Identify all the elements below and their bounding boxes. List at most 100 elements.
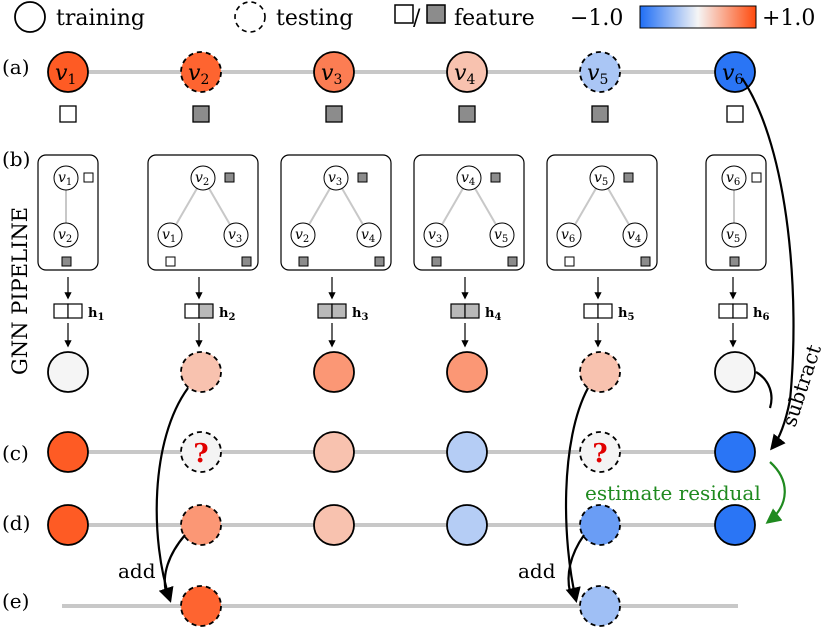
subgraph-feature-1-2 [61,256,72,267]
testing-legend-icon [234,1,266,33]
colorbar [639,5,757,29]
row-a-node-1 [47,51,89,93]
row-a-feature-6 [726,105,744,123]
subgraph-child-2-2-label: v3 [228,227,242,245]
subgraph-child-3-1 [290,222,316,248]
row-a-node-4 [446,51,488,93]
row-c-node-3 [313,431,355,473]
estimate-residual-label: estimate residual [585,481,761,505]
row-d-node-2 [180,504,222,546]
add-arrow-left-main [155,387,189,603]
gnn-output-node-5 [579,351,621,393]
row-c-node-4 [446,431,488,473]
row-d-node-1 [47,504,89,546]
subgraph-child-3-1-label: v2 [295,227,309,245]
subgraph-child-5-2 [622,222,648,248]
subgraph-child-3-2-label: v4 [361,227,375,245]
colorbar-max: +1.0 [762,6,815,31]
subgraph-feature-3-1 [357,172,368,183]
subgraph-child-4-1-label: v3 [428,227,442,245]
subgraph-feature-3-3 [374,256,385,267]
row-a-node-label-3: v3 [321,61,342,88]
gnn-output-node-6 [714,351,756,393]
subgraph-panel-1 [37,154,99,271]
row-label-e: (e) [2,589,29,613]
embedding-cell-1-2 [67,303,83,319]
row-e-node-1 [180,585,222,627]
subgraph-child-6-1 [721,222,747,248]
embedding-cell-1-1 [53,303,69,319]
row-label-d: (d) [2,511,30,535]
embedding-cell-2-2 [198,303,214,319]
subgraph-center-4-label: v4 [461,170,475,188]
filled-feature-legend-icon [426,4,446,24]
subgraph-center-2 [190,165,216,191]
unknown-mark-5: ? [592,439,607,469]
unknown-mark-2: ? [193,439,208,469]
gnn-pipeline-label: GNN PIPELINE [8,207,32,375]
subgraph-feature-5-2 [564,256,575,267]
add-arrow-right-main [564,387,589,603]
row-d-node-4 [446,504,488,546]
subgraph-child-2-2 [223,222,249,248]
subgraph-child-4-2-label: v5 [494,227,508,245]
row-a-node-5 [579,51,621,93]
row-c-node-1 [47,431,89,473]
subgraph-center-5-label: v5 [594,170,608,188]
subgraph-feature-6-2 [729,256,740,267]
row-c-node-2 [180,431,222,473]
row-a-feature-4 [458,105,476,123]
row-c-node-6 [714,431,756,473]
subgraph-center-1-label: v1 [58,170,72,188]
empty-feature-legend-icon [394,4,414,24]
legend-feature-slash: / [413,6,421,31]
subgraph-feature-4-1 [490,172,501,183]
add-label-left: add [118,559,156,583]
subgraph-center-2-label: v2 [195,170,209,188]
subgraph-panel-6 [705,154,767,271]
embedding-label-5: h5 [618,306,634,323]
embedding-label-3: h3 [352,306,368,323]
add-label-right: add [518,559,556,583]
row-label-c: (c) [2,441,29,465]
row-a-feature-1 [59,105,77,123]
row-a-node-label-4: v4 [454,61,475,88]
training-legend-icon [14,1,46,33]
subgraph-child-4-2 [489,222,515,248]
subgraph-child-5-1 [556,222,582,248]
subgraph-center-4 [456,165,482,191]
subgraph-feature-1-1 [83,172,94,183]
subgraph-child-2-1-label: v1 [162,227,176,245]
row-a-node-label-6: v6 [722,61,743,88]
embedding-label-6: h6 [753,306,769,323]
colorbar-min: −1.0 [570,6,623,31]
row-a-feature-5 [591,105,609,123]
gnn-output-node-1 [47,351,89,393]
subgraph-feature-5-3 [640,256,651,267]
subgraph-feature-2-1 [224,172,235,183]
legend-testing: testing [276,6,353,31]
row-label-a: (a) [2,55,30,79]
subgraph-feature-2-2 [165,256,176,267]
subgraph-child-1-1-label: v2 [58,227,72,245]
embedding-cell-3-1 [317,303,333,319]
subgraph-center-5 [589,165,615,191]
embedding-cell-3-2 [331,303,347,319]
subgraph-center-6 [721,165,747,191]
subgraph-child-5-1-label: v6 [561,227,575,245]
subgraph-child-3-2 [356,222,382,248]
embedding-cell-2-1 [184,303,200,319]
subgraph-feature-6-1 [751,172,762,183]
gnn-output-node-3 [313,351,355,393]
row-label-b: (b) [2,147,30,171]
row-c-node-5 [579,431,621,473]
row-a-node-label-2: v2 [188,61,209,88]
legend-feature: feature [454,6,535,31]
subgraph-child-5-2-label: v4 [627,227,641,245]
row-d-node-3 [313,504,355,546]
embedding-cell-4-2 [464,303,480,319]
subgraph-child-4-1 [423,222,449,248]
row-e-node-2 [579,585,621,627]
row-a-node-label-5: v5 [587,61,608,88]
